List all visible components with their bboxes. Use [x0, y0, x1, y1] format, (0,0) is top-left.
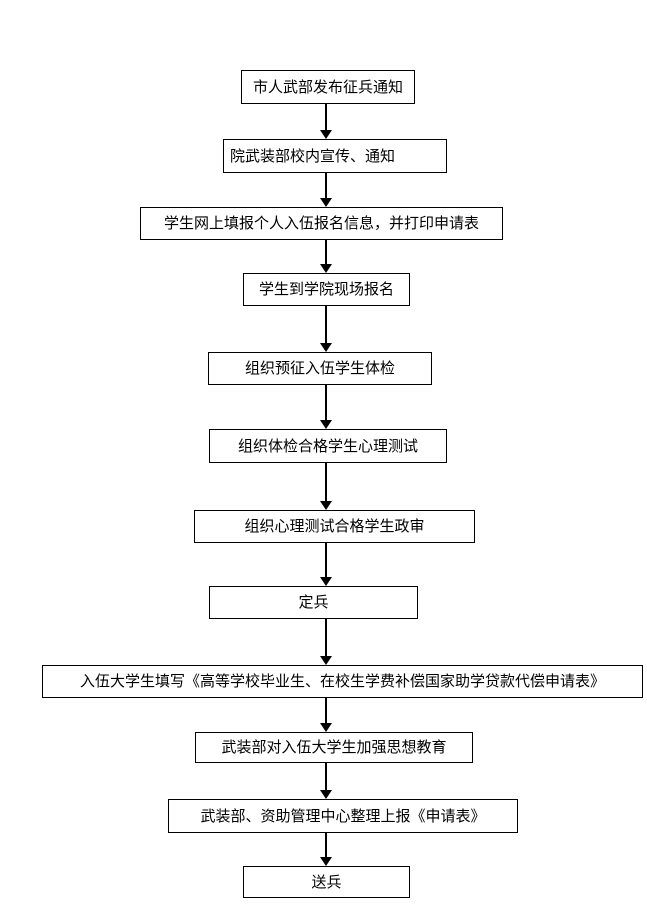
arrowhead-down-icon — [320, 198, 332, 207]
flow-step-label: 定兵 — [298, 594, 329, 611]
arrowhead-down-icon — [320, 656, 332, 665]
flow-step-label: 入伍大学生填写《高等学校毕业生、在校生学费补偿国家助学贷款代偿申请表》 — [79, 673, 605, 690]
arrowhead-down-icon — [320, 264, 332, 273]
down-arrow-connector-6 — [320, 463, 332, 510]
flow-step-label: 武装部对入伍大学生加强思想教育 — [221, 739, 447, 756]
flow-step-label: 组织心理测试合格学生政审 — [244, 518, 425, 535]
flow-step-online-registration: 学生网上填报个人入伍报名信息，并打印申请表 — [140, 207, 503, 240]
arrowhead-down-icon — [320, 130, 332, 139]
connector-line — [325, 463, 327, 503]
down-arrow-connector-11 — [320, 833, 332, 866]
connector-line — [325, 173, 327, 200]
down-arrow-connector-10 — [320, 763, 332, 799]
flow-step-label: 武装部、资助管理中心整理上报《申请表》 — [200, 807, 486, 825]
connector-line — [325, 104, 327, 132]
flow-step-psych-test: 组织体检合格学生心理测试 — [209, 429, 447, 463]
down-arrow-connector-9 — [320, 698, 332, 732]
arrowhead-down-icon — [320, 420, 332, 429]
flow-step-political-review: 组织心理测试合格学生政审 — [194, 510, 475, 543]
arrowhead-down-icon — [320, 857, 332, 866]
connector-line — [325, 833, 327, 859]
down-arrow-connector-7 — [320, 543, 332, 586]
flow-step-send-soldiers: 送兵 — [243, 866, 410, 898]
down-arrow-connector-4 — [320, 306, 332, 352]
down-arrow-connector-1 — [320, 104, 332, 139]
down-arrow-connector-5 — [320, 385, 332, 429]
down-arrow-connector-3 — [320, 240, 332, 273]
down-arrow-connector-2 — [320, 173, 332, 207]
flow-step-label: 学生到学院现场报名 — [258, 281, 394, 298]
connector-line — [325, 763, 327, 792]
arrowhead-down-icon — [320, 723, 332, 732]
connector-line — [325, 543, 327, 579]
arrowhead-down-icon — [320, 343, 332, 352]
flow-step-report-application: 武装部、资助管理中心整理上报《申请表》 — [168, 799, 518, 833]
arrowhead-down-icon — [320, 501, 332, 510]
arrowhead-down-icon — [320, 577, 332, 586]
flow-step-label: 组织体检合格学生心理测试 — [237, 437, 418, 455]
flow-step-physical-exam: 组织预征入伍学生体检 — [208, 352, 432, 385]
flow-step-label: 市人武部发布征兵通知 — [252, 78, 403, 96]
flow-step-finalize-soldiers: 定兵 — [209, 586, 418, 619]
arrowhead-down-icon — [320, 790, 332, 799]
flow-step-fill-application-form: 入伍大学生填写《高等学校毕业生、在校生学费补偿国家助学贷款代偿申请表》 — [42, 665, 643, 698]
flow-step-publish-notice: 市人武部发布征兵通知 — [241, 70, 415, 104]
connector-line — [325, 698, 327, 725]
flow-step-label: 送兵 — [311, 873, 342, 891]
flow-step-label: 组织预征入伍学生体检 — [244, 360, 395, 377]
connector-line — [325, 306, 327, 345]
flow-step-ideological-education: 武装部对入伍大学生加强思想教育 — [195, 732, 473, 763]
connector-line — [325, 385, 327, 422]
flow-step-onsite-registration: 学生到学院现场报名 — [243, 273, 410, 306]
connector-line — [325, 619, 327, 658]
flow-step-label: 院武装部校内宣传、通知 — [230, 147, 396, 165]
down-arrow-connector-8 — [320, 619, 332, 665]
flow-step-label: 学生网上填报个人入伍报名信息，并打印申请表 — [163, 215, 479, 232]
connector-line — [325, 240, 327, 266]
flow-step-campus-publicity: 院武装部校内宣传、通知 — [223, 139, 447, 173]
